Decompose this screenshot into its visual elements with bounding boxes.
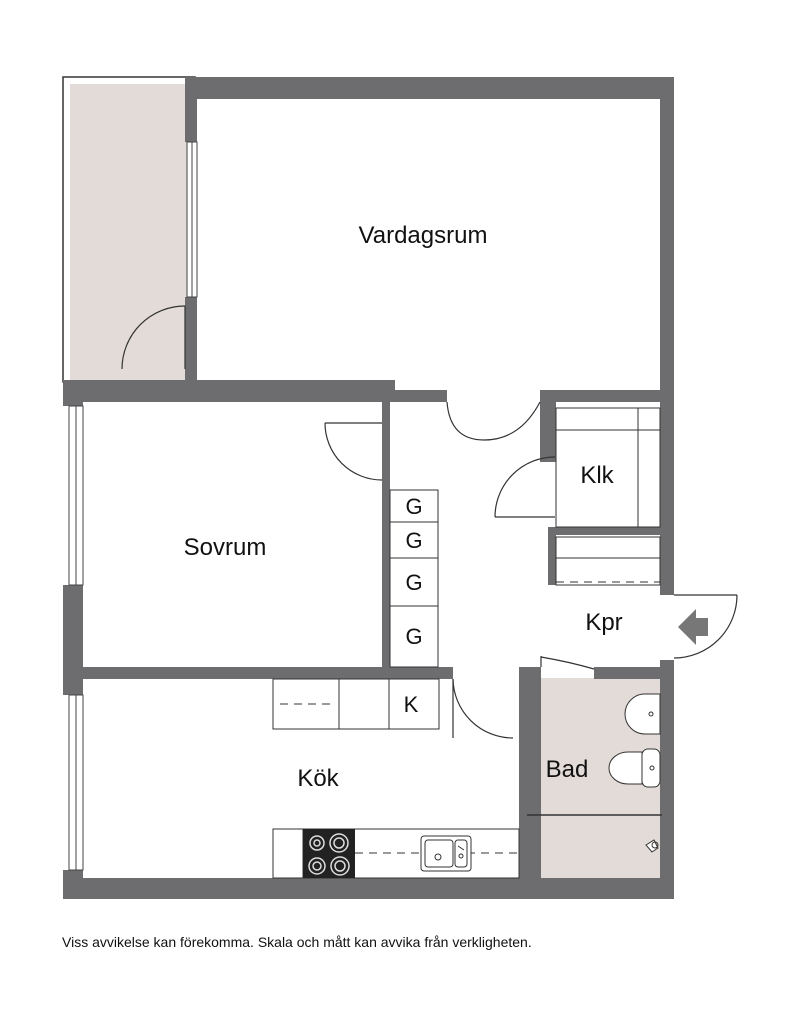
room-label-kpr: Kpr (585, 609, 622, 636)
stove-icon (303, 829, 355, 878)
balcony (62, 76, 196, 383)
walls (63, 77, 674, 899)
room-label-vardagsrum: Vardagsrum (359, 222, 488, 249)
entrance-arrow-icon (678, 609, 708, 645)
shower-icon (527, 814, 662, 853)
doors (121, 305, 738, 739)
disclaimer-text: Viss avvikelse kan förekomma. Skala och … (62, 934, 532, 950)
room-label-bad: Bad (546, 756, 589, 783)
room-label-sovrum: Sovrum (184, 534, 267, 561)
wardrobe-label: G (405, 528, 422, 553)
wardrobes (389, 489, 439, 668)
room-label-klk: Klk (580, 462, 614, 489)
kitchen-cabinets (272, 678, 440, 730)
wardrobe-label: G (405, 494, 422, 519)
wardrobe-label: G (405, 570, 422, 595)
windows (68, 141, 198, 871)
bathroom-sink-icon (624, 693, 661, 735)
wardrobe-label: G (405, 624, 422, 649)
closet-shelves (555, 407, 661, 586)
kitchen-sink-icon (420, 835, 472, 872)
room-label-kok: Kök (297, 765, 339, 792)
toilet-icon (608, 748, 661, 788)
fridge-label: K (404, 692, 419, 717)
